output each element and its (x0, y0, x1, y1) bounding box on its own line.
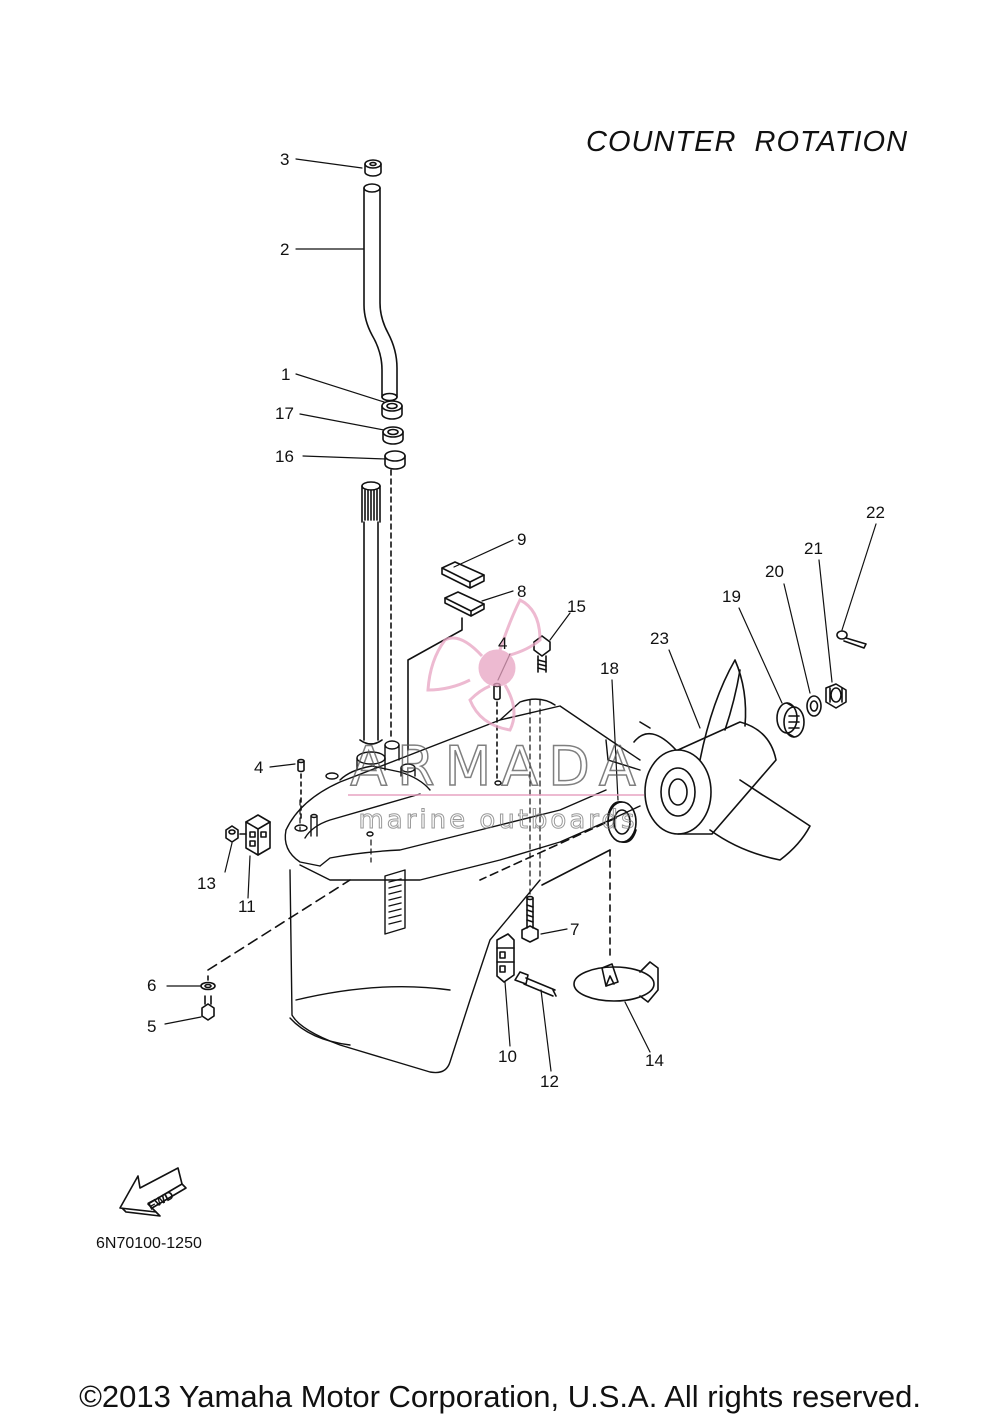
callout-22: 22 (866, 503, 885, 522)
callout-18: 18 (600, 659, 619, 678)
part-13-nut (225, 825, 239, 843)
callout-20: 20 (765, 562, 784, 581)
callout-5: 5 (147, 1017, 156, 1036)
part-22-cotter-pin (836, 630, 867, 649)
callout-7: 7 (570, 920, 579, 939)
guide-line-prop-shaft (479, 817, 617, 881)
part-1-seal (381, 400, 403, 420)
diagram-title: COUNTER ROTATION (586, 126, 909, 158)
callout-10: 10 (498, 1047, 517, 1066)
part-19-spacer (776, 702, 805, 738)
watermark-propeller-logo (426, 597, 542, 732)
callout-2: 2 (280, 240, 289, 259)
part-18-thrust-washer (607, 800, 637, 844)
callout-19: 19 (722, 587, 741, 606)
callout-3: 3 (280, 150, 289, 169)
part-21-prop-nut (825, 683, 847, 709)
part-6-washer (200, 981, 216, 991)
callout-9: 9 (517, 530, 526, 549)
callout-8: 8 (517, 582, 526, 601)
part-23-propeller (633, 659, 811, 861)
copyright-notice: ©2013 Yamaha Motor Corporation, U.S.A. A… (79, 1379, 921, 1414)
guide-line-5-6 (207, 879, 351, 971)
watermark-divider (348, 794, 644, 796)
watermark-brand: ARMADA (350, 735, 646, 798)
part-17-seal (382, 426, 404, 445)
callout-4-left: 4 (254, 758, 263, 777)
callout-6: 6 (147, 976, 156, 995)
callout-16: 16 (275, 447, 294, 466)
lower-casing (284, 698, 641, 1074)
part-20-washer (806, 695, 822, 717)
callout-15: 15 (567, 597, 586, 616)
callout-labels: 3 2 1 17 16 9 8 15 4 18 23 19 20 21 22 4… (147, 150, 885, 1091)
callout-4-upper: 4 (498, 634, 507, 653)
leader-lines (164, 158, 877, 1072)
part-3-grommet (364, 159, 382, 177)
callout-17: 17 (275, 404, 294, 423)
part-9-plate (441, 561, 485, 589)
callout-21: 21 (804, 539, 823, 558)
part-14-trim-tab (573, 961, 659, 1003)
part-2-water-tube (363, 183, 398, 402)
fwd-label: FWD (145, 1188, 176, 1213)
part-11-anode (245, 814, 271, 856)
callout-23: 23 (650, 629, 669, 648)
callout-12: 12 (540, 1072, 559, 1091)
leader-bracket-14 (541, 849, 611, 886)
part-8-plate (444, 591, 485, 617)
fwd-arrow-icon: FWD (119, 1167, 187, 1217)
part-10-anode (496, 933, 515, 983)
hidden-lines (299, 699, 541, 896)
callout-1: 1 (281, 365, 290, 384)
part-16-grommet (384, 450, 406, 470)
part-12-bolt (514, 971, 557, 997)
callout-13: 13 (197, 874, 216, 893)
part-5-bolt (201, 995, 215, 1021)
drive-shaft (359, 481, 383, 745)
watermark: ARMADA marine outboards (348, 597, 646, 836)
drawing-code: 6N70100-1250 (96, 1235, 202, 1252)
part-7-bolt (521, 895, 539, 943)
leader-8-bracket (407, 617, 463, 751)
callout-14: 14 (645, 1051, 664, 1070)
part-4-dowel-left (297, 758, 305, 773)
part-15-bolt (533, 635, 551, 673)
watermark-tagline: marine outboards (358, 805, 637, 835)
callout-11: 11 (238, 897, 256, 916)
